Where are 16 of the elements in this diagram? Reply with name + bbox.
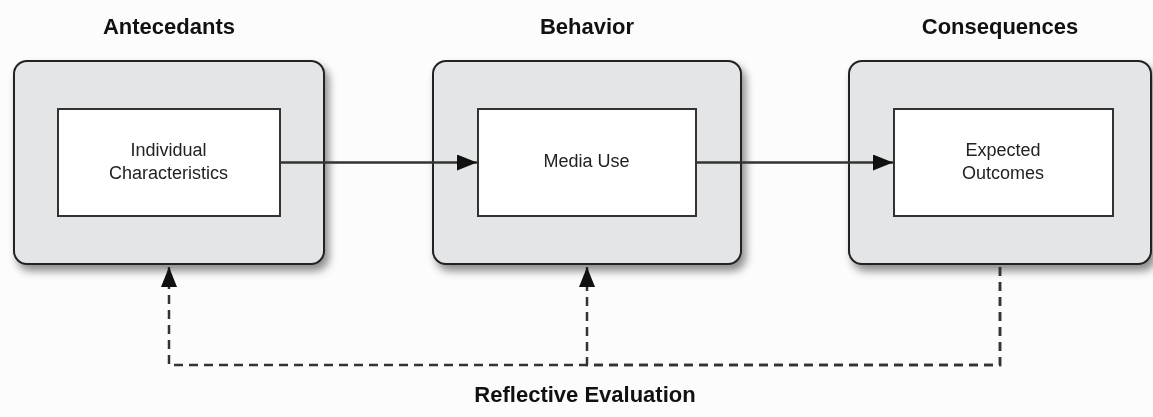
arrow: [281, 154, 477, 171]
box-text: Media Use: [542, 150, 631, 174]
process-box: [56, 107, 281, 217]
process-box: [476, 107, 697, 217]
box-text: Expected Outcomes: [961, 138, 1045, 185]
box-text: Individual Characteristics: [108, 138, 229, 185]
loop-caption: Reflective Evaluation: [474, 382, 696, 408]
group-heading: Behavior: [538, 14, 636, 40]
group-box: [848, 60, 1152, 265]
process-box: [892, 107, 1114, 217]
group-heading: Consequences: [920, 14, 1080, 40]
arrow: [697, 154, 893, 171]
group-box: [432, 60, 742, 265]
group-box: [13, 60, 325, 265]
group-heading: Antecedants: [101, 14, 236, 40]
feedback-arrow: [579, 267, 1002, 367]
